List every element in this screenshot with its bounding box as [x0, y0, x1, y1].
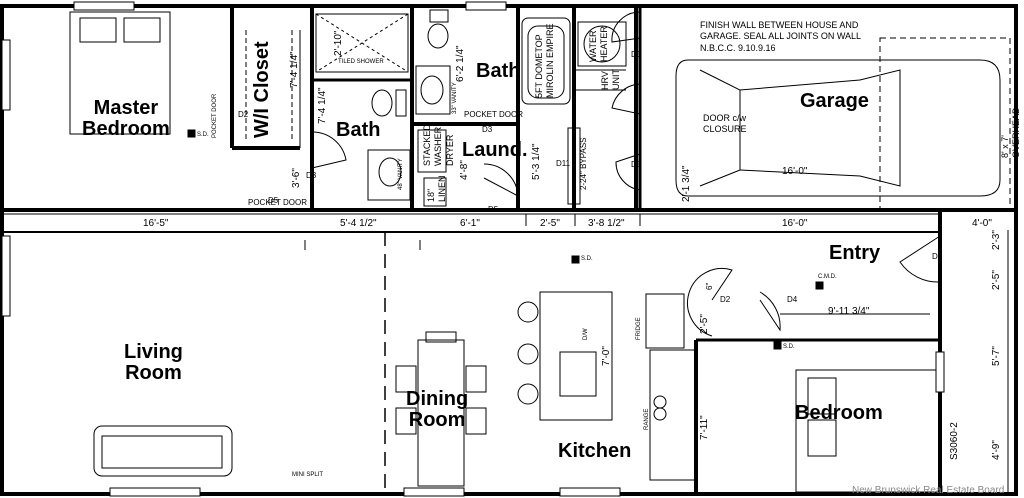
label-range: RANGE [644, 408, 650, 430]
label-tub: 5FT DOMETOP MIROLIN EMPIRE [534, 23, 556, 98]
dim-7-4-b: 7'-4 1/4" [317, 87, 328, 124]
room-master-bedroom: Master Bedroom [82, 97, 170, 140]
dim-9-11: 9'-11 3/4" [828, 306, 870, 317]
dim-6-1: 6'-1" [460, 218, 480, 229]
label-sd-kitchen: S.D. [581, 256, 593, 262]
label-d3-a: D3 [306, 171, 317, 180]
room-living-room: Living Room [124, 341, 183, 384]
room-bath-main: Bath [336, 119, 381, 141]
label-sd-master: S.D. [197, 132, 209, 138]
label-garage-door: 8' x 7' OVERHEAD GARAGE DOOR [1000, 107, 1024, 158]
label-d6: D6 [932, 252, 943, 261]
room-wi-closet: W/I Closet [251, 41, 273, 138]
label-bypass: 2-24" BYPASS [579, 137, 588, 191]
dim-2-5-fridge: 2'-5" [699, 314, 710, 334]
dim-garage-16-0: 16'-0" [782, 166, 808, 177]
dim-16-5: 16'-5" [143, 218, 169, 229]
label-finish-note: FINISH WALL BETWEEN HOUSE AND GARAGE. SE… [700, 20, 862, 53]
sink-33-vanity [420, 75, 444, 105]
water-heater [577, 21, 627, 67]
dim-6-2: 6'-2 1/4" [455, 45, 466, 82]
dim-2-5-right: 2'-5" [991, 270, 1002, 290]
label-cmd: C.M.D. [818, 274, 837, 280]
label-d2-b: D2 [720, 295, 731, 304]
dim-5-3: 5'-3 1/4" [531, 143, 542, 180]
room-bath-upper: Bath [476, 60, 521, 82]
label-washer-dryer: STACKED WASHER DRYER [422, 124, 455, 166]
dim-3-8-half: 3'-8 1/2" [588, 218, 625, 229]
kitchen-island [539, 291, 613, 421]
label-window-code: S3060-2 [949, 422, 960, 460]
sink-48-vanity [378, 157, 402, 187]
dim-4-0: 4'-0" [972, 218, 992, 229]
fridge [645, 293, 685, 349]
bathtub [521, 17, 571, 105]
label-pocket-door-master: POCKET DOOR [212, 93, 218, 138]
label-water-heater: WATER HEATER [588, 26, 610, 62]
watermark: New Brunswick Real Estate Board [852, 485, 1005, 496]
label-sd-bedroom: S.D. [783, 344, 795, 350]
dim-5-7: 5'-7" [991, 346, 1002, 366]
label-tiled-shower: TILED SHOWER [338, 59, 384, 65]
stacked-washer-dryer [417, 129, 447, 173]
label-d5-a: D5 [268, 196, 279, 205]
dim-2-10: 2'-10" [333, 30, 344, 56]
room-garage: Garage [800, 90, 869, 112]
room-kitchen: Kitchen [558, 440, 632, 462]
label-48-vanity: 48" VANITY [398, 158, 404, 190]
label-pocket-door-bath: POCKET DOOR [464, 110, 523, 119]
dim-2-5: 2'-5" [540, 218, 560, 229]
label-33-vanity: 33" VANITY [452, 82, 458, 114]
label-hrv-unit: HRV UNIT [600, 69, 622, 90]
toilet-main-bath [371, 89, 393, 117]
label-d2-a: D2 [238, 110, 249, 119]
label-fridge: FRIDGE [636, 317, 642, 340]
dim-4-9: 4'-9" [991, 440, 1002, 460]
garage-door-outline [879, 37, 1011, 211]
label-d4: D4 [787, 295, 798, 304]
dining-table [417, 339, 465, 487]
dim-3-6: 3'-6" [291, 168, 302, 188]
label-d3-b: D3 [482, 125, 493, 134]
label-d5-c: D5 [631, 50, 642, 59]
dim-2-3: 2'-3" [991, 230, 1002, 250]
dim-5-4-half: 5'-4 1/2" [340, 218, 377, 229]
dim-2-1: 2'-1 3/4" [681, 165, 692, 202]
bed [795, 369, 941, 493]
dim-7-0: 7'-0" [601, 346, 612, 366]
toilet-upper-bath [427, 23, 449, 49]
label-door-closure: DOOR c/w CLOSURE [703, 113, 747, 135]
dim-7-11: 7'-11" [699, 415, 710, 440]
room-laundry: Laund. [462, 139, 528, 161]
dim-16-0: 16'-0" [782, 218, 808, 229]
car-outline [675, 59, 1001, 197]
room-dining-room: Dining Room [406, 388, 469, 431]
sofa [93, 425, 233, 477]
label-d5-d: D5 [631, 160, 642, 169]
label-pocket-door-bottom: POCKET DOOR [248, 198, 307, 207]
dim-6-entry: 6" [705, 282, 714, 290]
label-mini-split: MINI SPLIT [292, 472, 324, 478]
door-swing-d3 [311, 131, 347, 169]
label-dw: D/W [583, 328, 589, 340]
room-entry: Entry [829, 242, 881, 264]
dim-7-4-a: 7'-4 1/4" [289, 51, 300, 88]
room-bedroom: Bedroom [795, 402, 883, 424]
label-d11: D11 [556, 159, 571, 168]
master-bed [69, 11, 171, 135]
label-linen: 18" LINEN [426, 175, 448, 202]
tiled-shower [315, 13, 409, 73]
dim-4-8: 4'-8" [459, 160, 470, 180]
label-d5-b: D5 [488, 205, 499, 214]
